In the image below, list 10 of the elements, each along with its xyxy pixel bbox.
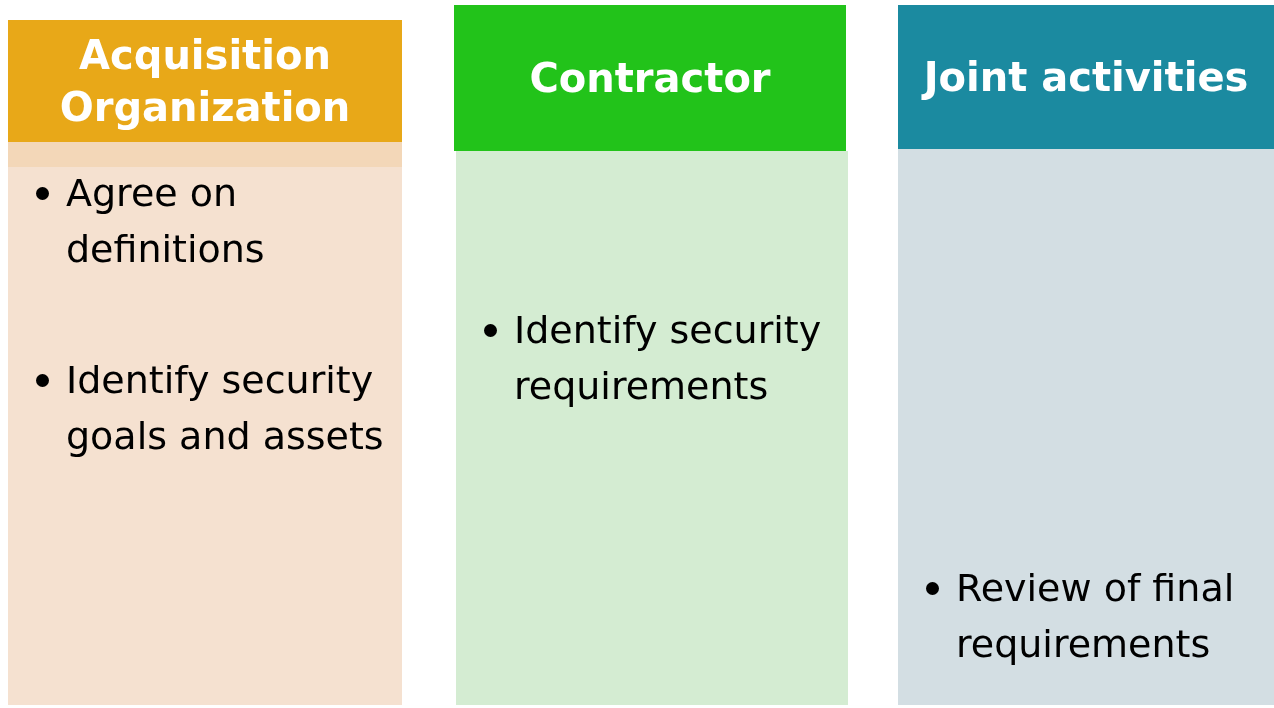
column-header: Contractor <box>454 5 846 151</box>
bullet-item: Identify security requirements <box>456 302 841 414</box>
bullet-item: Agree on definitions <box>8 165 393 277</box>
bullet-item: Review of final requirements <box>898 560 1268 672</box>
column-header: Joint activities <box>898 5 1274 149</box>
column-header: Acquisition Organization <box>8 20 402 142</box>
column-panel <box>456 151 848 705</box>
column-panel <box>8 142 402 705</box>
column-panel <box>898 149 1274 705</box>
bullet-item: Identify security goals and assets <box>8 352 393 464</box>
